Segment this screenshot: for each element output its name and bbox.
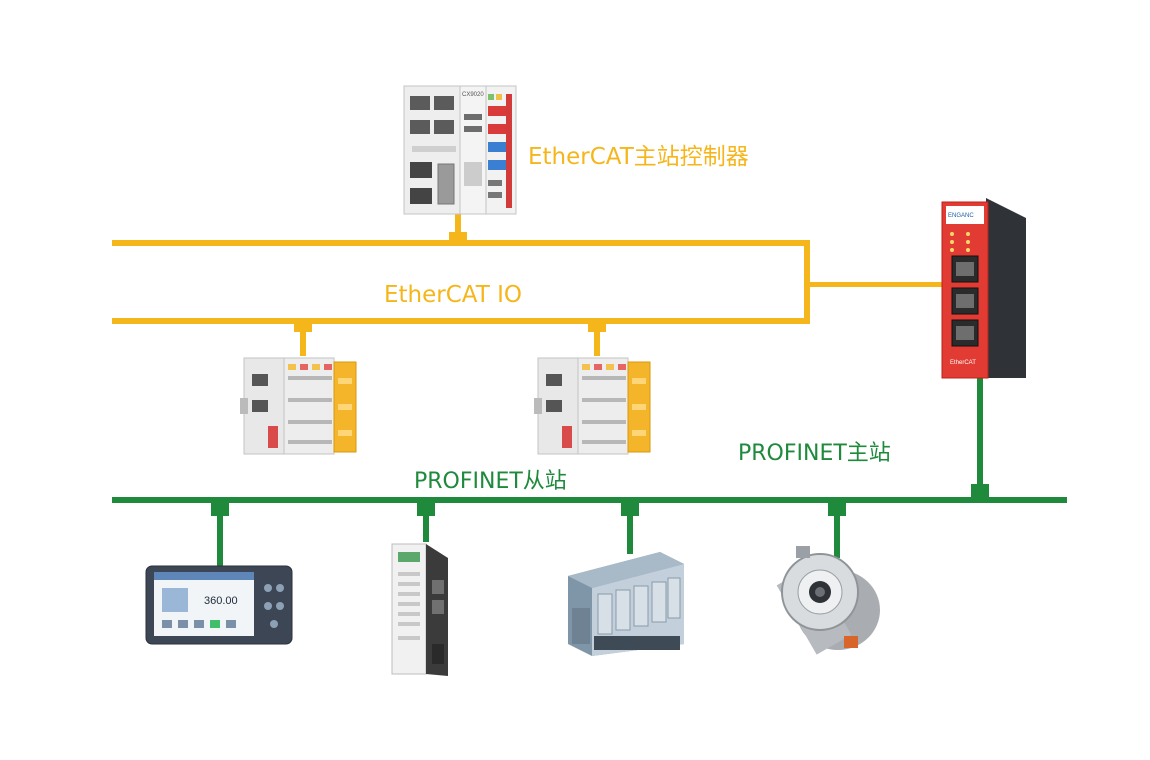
hmi-drop — [217, 502, 223, 566]
label-ethercat-io: EtherCAT IO — [384, 282, 522, 308]
io1-drop-cap — [294, 322, 312, 332]
gateway-bottom-text: EtherCAT — [950, 360, 976, 366]
ethercat-bus-to-gateway — [804, 282, 946, 287]
gateway-drop — [977, 378, 983, 498]
gateway-drop-cap — [971, 484, 989, 498]
rotary-encoder-icon — [776, 546, 880, 655]
ethercat-master-controller-icon: CX9020 — [403, 85, 517, 215]
label-profinet-master: PROFINET主站 — [738, 441, 891, 466]
gateway-brand-text: ENGANC — [948, 213, 974, 219]
ethercat-bus-top — [112, 240, 810, 246]
profinet-gateway-icon: ENGANC EtherCAT — [941, 198, 1026, 379]
label-profinet-slave: PROFINET从站 — [414, 469, 567, 494]
io1-drop — [300, 322, 306, 356]
hmi-panel-icon: 360.00 — [145, 565, 293, 645]
servo-drive-icon — [391, 543, 448, 676]
profinet-bus — [112, 497, 1067, 503]
remote-io-rack-icon — [568, 552, 684, 656]
controller-drop — [455, 214, 461, 242]
ethercat-bus-bottom — [112, 318, 810, 324]
io2-drop — [594, 322, 600, 356]
hmi-reading-text: 360.00 — [204, 595, 238, 607]
controller-model-text: CX9020 — [462, 92, 484, 98]
io2-drop-cap — [588, 322, 606, 332]
encoder-drop — [834, 502, 840, 558]
ethercat-io-module-1-icon — [240, 357, 357, 455]
controller-drop-cap — [449, 232, 467, 242]
ethercat-io-module-2-icon — [534, 357, 651, 455]
label-ethercat-master-controller: EtherCAT主站控制器 — [528, 144, 749, 170]
drive-drop — [423, 502, 429, 542]
rack-drop — [627, 502, 633, 554]
